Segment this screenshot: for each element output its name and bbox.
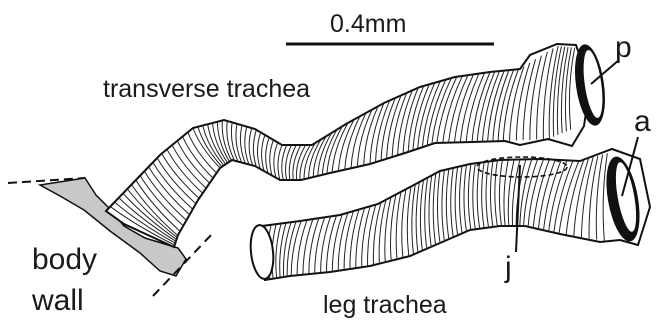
label-a: a [634,107,651,137]
label-body-wall-line1: body [32,245,97,275]
label-leg-trachea: leg trachea [323,293,447,318]
label-j: j [505,253,512,283]
label-body-wall-line2: wall [32,286,84,316]
label-p: p [615,33,632,63]
scale-bar-label: 0.4mm [330,12,406,37]
label-transverse-trachea: transverse trachea [103,77,310,102]
